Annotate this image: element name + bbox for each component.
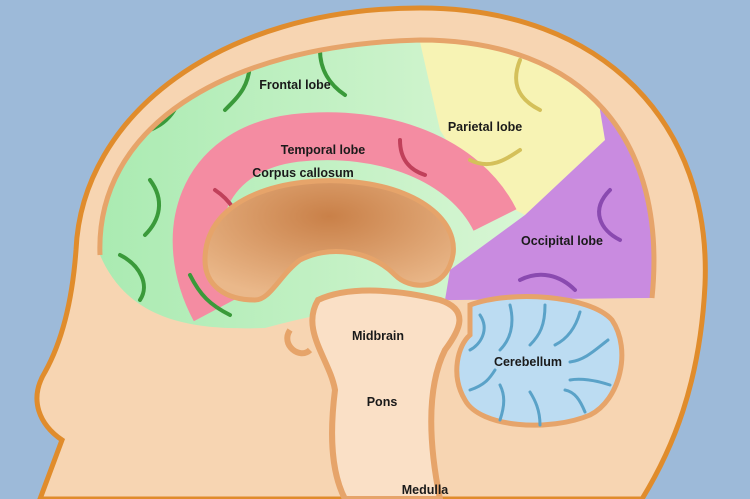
temporal-lobe-region bbox=[172, 112, 517, 322]
parietal-folds bbox=[468, 58, 542, 167]
occipital-lobe-region bbox=[440, 40, 654, 329]
pituitary-stalk bbox=[284, 328, 313, 357]
label-cerebellum: Cerebellum bbox=[494, 355, 562, 369]
label-frontal-lobe: Frontal lobe bbox=[259, 78, 331, 92]
brainstem bbox=[309, 287, 463, 499]
corpus-callosum-region bbox=[202, 178, 456, 303]
label-occipital-lobe: Occipital lobe bbox=[521, 234, 603, 248]
occipital-folds bbox=[518, 188, 622, 292]
label-corpus-callosum: Corpus callosum bbox=[252, 166, 353, 180]
label-pons: Pons bbox=[367, 395, 398, 409]
cerebellum-region bbox=[454, 294, 625, 428]
label-medulla: Medulla bbox=[402, 483, 450, 497]
label-parietal-lobe: Parietal lobe bbox=[448, 120, 522, 134]
label-midbrain: Midbrain bbox=[352, 329, 404, 343]
label-temporal-lobe: Temporal lobe bbox=[281, 143, 366, 157]
cerebrum-outline bbox=[97, 37, 657, 299]
